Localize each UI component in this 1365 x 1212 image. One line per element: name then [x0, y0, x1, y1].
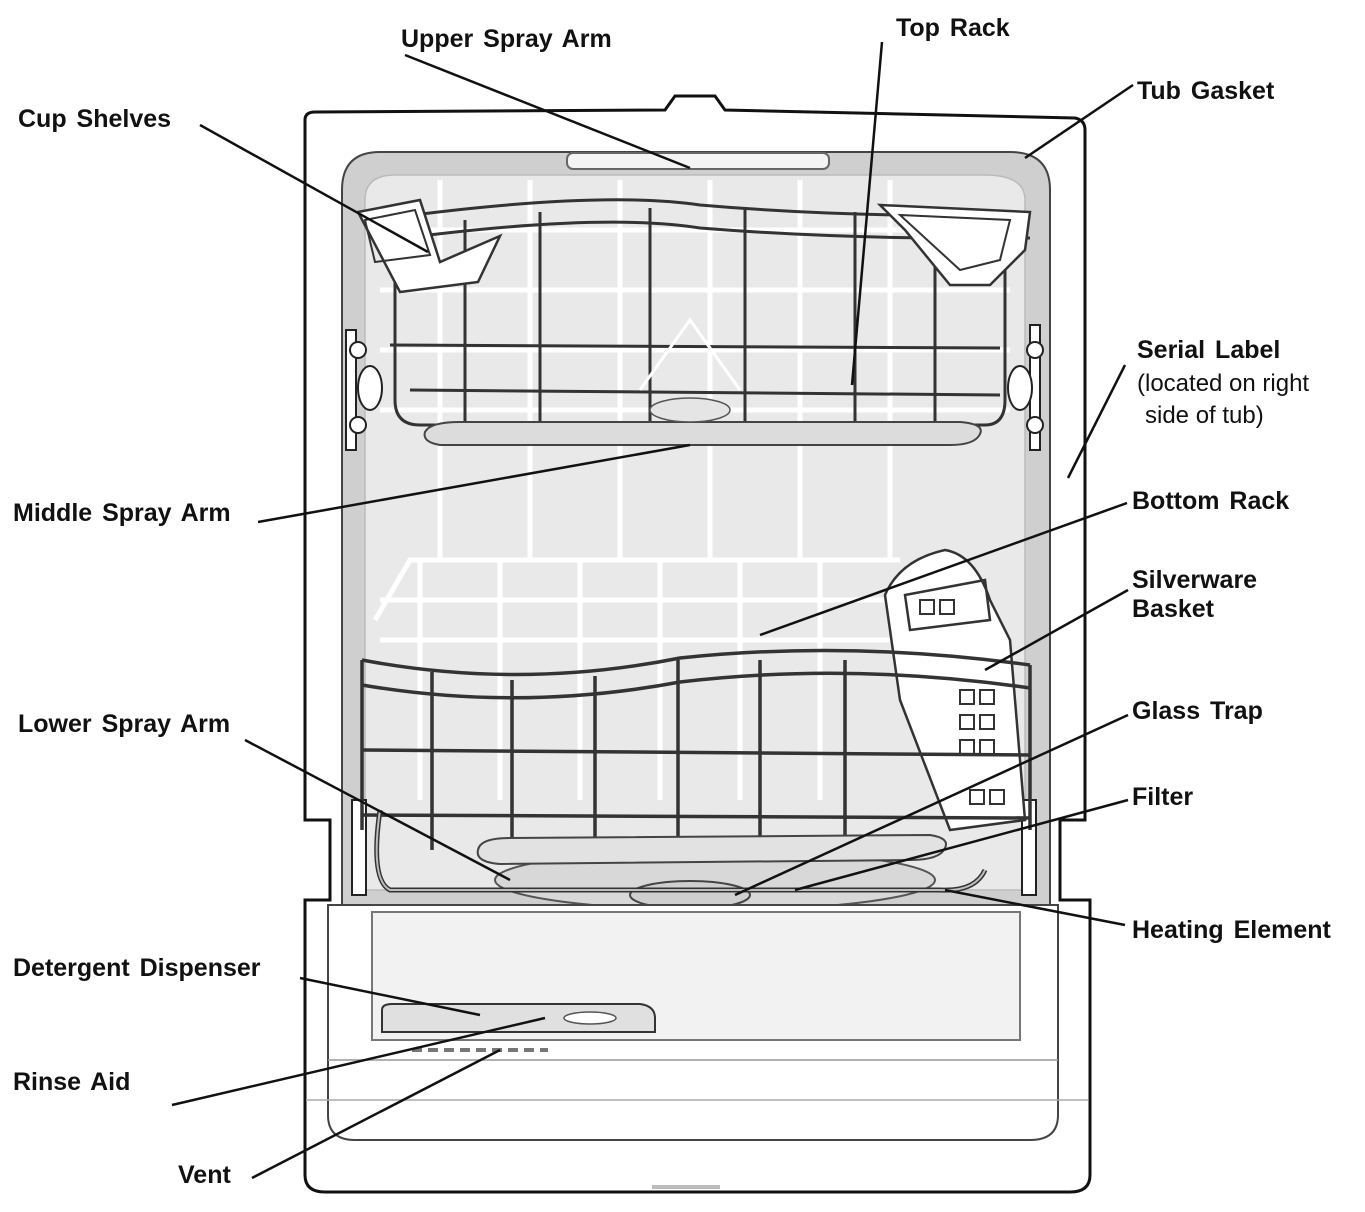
label-middle-spray-arm: Middle Spray Arm: [13, 498, 231, 528]
door: [306, 905, 1088, 1140]
label-vent: Vent: [178, 1160, 231, 1190]
label-glass-trap: Glass Trap: [1132, 696, 1263, 726]
label-cup-shelves: Cup Shelves: [18, 104, 171, 134]
label-serial-label: Serial Label: [1137, 335, 1280, 365]
label-filter: Filter: [1132, 782, 1193, 812]
label-silverware-basket-line2: Basket: [1132, 594, 1214, 624]
label-upper-spray-arm: Upper Spray Arm: [401, 24, 612, 54]
label-serial-label-note-1: (located on right: [1137, 368, 1309, 400]
label-detergent-dispenser: Detergent Dispenser: [13, 953, 261, 983]
label-top-rack: Top Rack: [896, 13, 1010, 43]
label-serial-label-note-2: side of tub): [1145, 400, 1264, 432]
label-silverware-basket-line1: Silverware: [1132, 565, 1257, 595]
label-lower-spray-arm: Lower Spray Arm: [18, 709, 230, 739]
label-bottom-rack: Bottom Rack: [1132, 486, 1289, 516]
label-tub-gasket: Tub Gasket: [1137, 76, 1274, 106]
label-heating-element: Heating Element: [1132, 915, 1331, 945]
label-rinse-aid: Rinse Aid: [13, 1067, 130, 1097]
